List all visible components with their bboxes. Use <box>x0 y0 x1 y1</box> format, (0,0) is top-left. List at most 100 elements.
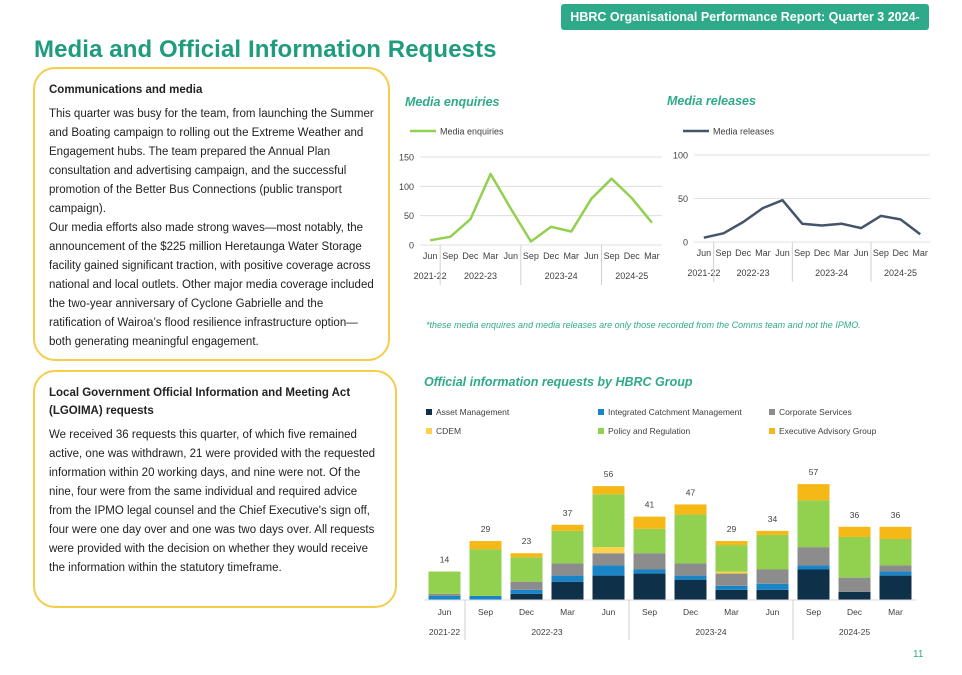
x-tick-label: Jun <box>854 248 869 258</box>
bar-total-label: 56 <box>604 469 614 479</box>
bar-total-label: 37 <box>563 508 573 518</box>
bar-segment <box>551 581 584 600</box>
x-tick-label: Sep <box>794 248 810 258</box>
bar-segment <box>469 595 502 600</box>
bar-segment <box>633 516 666 529</box>
bar-segment <box>879 575 912 600</box>
x-tick-label: Jun <box>503 251 518 261</box>
legend-label: Corporate Services <box>779 407 852 417</box>
bar-segment <box>674 514 707 564</box>
bar-segment <box>879 539 912 566</box>
bar-segment <box>838 577 871 592</box>
media-enquiries-legend-label: Media enquiries <box>440 127 504 137</box>
x-tick-label: Jun <box>697 248 712 258</box>
x-tick-label: Dec <box>519 607 535 617</box>
legend-swatch <box>598 409 604 415</box>
x-tick-label: Sep <box>715 248 731 258</box>
bar-total-label: 29 <box>727 524 737 534</box>
bar-segment <box>592 553 625 566</box>
bar-total-label: 57 <box>809 467 819 477</box>
x-tick-label: Dec <box>847 607 863 617</box>
x-tick-label: Jun <box>438 607 452 617</box>
x-group-label: 2023-24 <box>695 627 726 637</box>
media-releases-series-line <box>703 198 921 239</box>
y-tick-label: 0 <box>409 241 414 251</box>
x-tick-label: Jun <box>775 248 790 258</box>
media-releases-legend-label: Media releases <box>713 127 775 137</box>
x-group-label: 2023-24 <box>815 268 848 278</box>
bar-segment <box>551 530 584 564</box>
bar-segment <box>879 565 912 572</box>
bar-segment <box>879 526 912 539</box>
media-footnote: *these media enquires and media releases… <box>426 320 861 330</box>
x-tick-label: Sep <box>806 607 821 617</box>
comms-paragraph-2: Our media efforts also made strong waves… <box>49 222 374 348</box>
bar-segment <box>838 526 871 537</box>
x-group-label: 2022-23 <box>736 268 769 278</box>
bar-segment <box>674 575 707 580</box>
x-tick-label: Sep <box>523 251 539 261</box>
bar-segment <box>510 553 543 558</box>
media-enquiries-series-line <box>429 172 653 243</box>
bar-segment <box>838 591 871 600</box>
page-number: 11 <box>913 649 924 660</box>
bar-total-label: 23 <box>522 536 532 546</box>
x-tick-label: Mar <box>644 251 660 261</box>
x-tick-label: Dec <box>683 607 699 617</box>
bar-segment <box>510 589 543 594</box>
x-tick-label: Sep <box>873 248 889 258</box>
bar-segment <box>715 545 748 572</box>
x-group-label: 2024-25 <box>615 271 648 281</box>
legend-label: Executive Advisory Group <box>779 426 877 436</box>
bar-segment <box>756 534 789 570</box>
bar-segment <box>633 528 666 554</box>
bar-segment <box>633 573 666 600</box>
bar-segment <box>756 569 789 584</box>
legend-swatch <box>426 428 432 434</box>
bar-segment <box>469 549 502 596</box>
bar-segment <box>428 595 461 600</box>
x-group-label: 2021-22 <box>687 268 720 278</box>
x-tick-label: Jun <box>584 251 599 261</box>
bar-segment <box>551 575 584 582</box>
page-title: Media and Official Information Requests <box>34 36 497 63</box>
bar-segment <box>797 500 830 548</box>
bar-segment <box>674 579 707 600</box>
x-tick-label: Dec <box>892 248 909 258</box>
report-title-banner: HBRC Organisational Performance Report: … <box>561 4 929 50</box>
x-tick-label: Mar <box>888 607 903 617</box>
bar-total-label: 14 <box>440 555 450 565</box>
bar-segment <box>715 571 748 574</box>
bar-segment <box>428 571 461 594</box>
x-tick-label: Sep <box>604 251 620 261</box>
x-tick-label: Mar <box>564 251 580 261</box>
lgoima-panel: Local Government Official Information an… <box>33 370 397 608</box>
bar-segment <box>592 565 625 576</box>
x-group-label: 2024-25 <box>839 627 870 637</box>
media-enquiries-title: Media enquiries <box>405 95 500 109</box>
bar-segment <box>715 541 748 546</box>
bar-segment <box>797 547 830 566</box>
comms-heading: Communications and media <box>49 84 203 96</box>
bar-total-label: 36 <box>850 510 860 520</box>
bar-segment <box>756 589 789 600</box>
y-tick-label: 150 <box>399 153 414 163</box>
oir-chart-title: Official information requests by HBRC Gr… <box>424 375 693 389</box>
x-tick-label: Mar <box>912 248 928 258</box>
bar-segment <box>592 486 625 495</box>
bar-total-label: 36 <box>891 510 901 520</box>
x-tick-label: Jun <box>423 251 438 261</box>
bar-segment <box>756 530 789 535</box>
lgoima-heading: Local Government Official Information an… <box>49 387 351 417</box>
y-tick-label: 50 <box>678 194 688 204</box>
y-tick-label: 0 <box>683 238 688 248</box>
bar-segment <box>428 593 461 596</box>
y-tick-label: 100 <box>673 151 688 161</box>
x-tick-label: Sep <box>478 607 493 617</box>
x-tick-label: Dec <box>735 248 752 258</box>
bar-total-label: 34 <box>768 514 778 524</box>
x-group-label: 2021-22 <box>414 271 447 281</box>
bar-segment <box>797 484 830 501</box>
